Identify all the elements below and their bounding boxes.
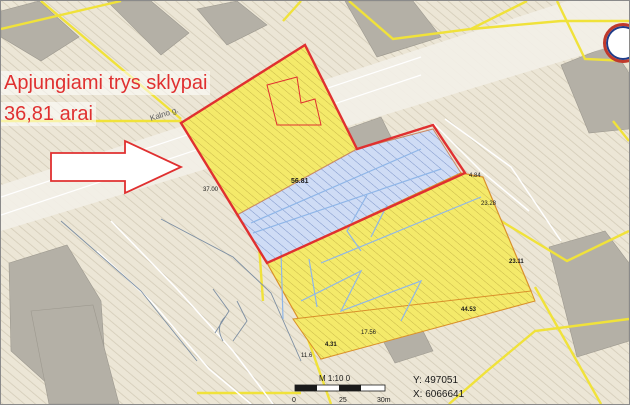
label-bottom-small: 4.31 <box>325 342 337 348</box>
building <box>1 1 80 62</box>
scale-label: M 1:10 0 <box>319 374 351 383</box>
coordinate-x: X: 6066641 <box>413 389 465 400</box>
parcel-strip <box>292 290 536 360</box>
label-right-corner: 4.84 <box>469 173 481 179</box>
annotation-title: Apjungiami trys sklypai <box>1 71 211 95</box>
building <box>344 1 442 58</box>
scale-bar-segment <box>339 385 361 391</box>
blue-lines <box>250 148 482 322</box>
annotation-area: 36,81 arai <box>1 102 96 126</box>
pointer-arrow-icon <box>50 139 184 195</box>
coordinate-y: Y: 497051 <box>413 375 459 386</box>
label-bottom-corner: 11.6 <box>301 353 313 359</box>
building-outline <box>266 76 322 126</box>
building <box>30 304 120 404</box>
scale-tick-0: 0 <box>292 397 296 404</box>
label-top-area: 56.81 <box>291 178 309 185</box>
scale-bar: M 1:10 0 0 25 30m <box>292 374 391 404</box>
label-right-lower: 23.11 <box>509 259 524 265</box>
label-right-upper: 23.28 <box>481 201 497 207</box>
building <box>196 1 268 46</box>
scale-tick-1: 25 <box>339 397 347 404</box>
scale-bar-segment <box>295 385 317 391</box>
label-bottom-edge: 17.56 <box>361 330 377 336</box>
merged-parcels-outline <box>179 43 467 265</box>
label-left-side: 37.00 <box>203 187 219 193</box>
building <box>106 1 190 56</box>
scale-tick-2: 30m <box>377 397 391 404</box>
grey-lines <box>60 218 302 362</box>
label-bottom-mid: 44.53 <box>461 307 477 313</box>
logo-badge-icon <box>603 23 629 63</box>
